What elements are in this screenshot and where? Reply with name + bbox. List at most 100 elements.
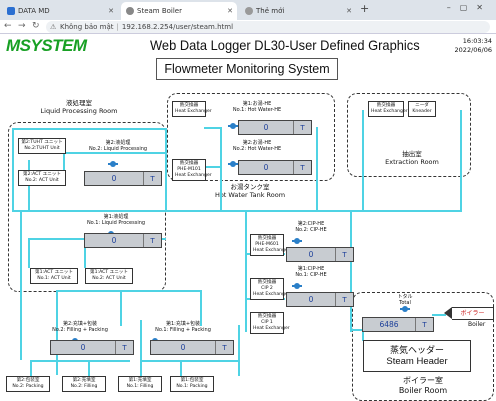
pipe xyxy=(12,128,167,130)
url-text: 192.168.2.254/user/steam.html xyxy=(121,23,234,31)
pipe xyxy=(56,290,58,326)
equipment-label-jp: 第2:包装室 xyxy=(16,378,40,383)
room-hot-water-tank xyxy=(167,93,335,181)
flowmeter-label-jp: 第1:お湯-HE xyxy=(242,101,272,107)
equipment-label-en: Heat Exchanger xyxy=(175,109,212,114)
room-extraction xyxy=(347,93,471,177)
tab-new-tab[interactable]: Thẻ mới ✕ xyxy=(240,2,356,20)
flowmeter-label-jp: 第2:お湯-HE xyxy=(242,140,272,146)
flow-unit: T xyxy=(143,234,161,247)
pipe xyxy=(20,210,22,360)
tab-data-md[interactable]: DATA MD ✕ xyxy=(2,2,118,20)
flowmeter-fill1-label: 第1:充填+包装 No.1: Filling + Packing xyxy=(150,321,216,333)
pipe xyxy=(432,314,446,316)
boiler-tag-jp: ボイラー xyxy=(460,310,485,317)
equipment-pack1: 第1:包装室 No.1: Packing xyxy=(170,376,214,392)
new-tab-button[interactable]: + xyxy=(360,2,370,15)
pipe xyxy=(63,152,165,154)
flowmeter-label-jp: 第2:CIP-HE xyxy=(297,221,325,227)
pipe xyxy=(56,290,202,292)
flowmeter-liq2-display: 0 T xyxy=(84,171,162,186)
equipment-label-en: Heat Exchanger xyxy=(253,292,290,297)
flow-unit: T xyxy=(293,121,311,134)
equipment-label-tag: PHE-M601 xyxy=(255,242,279,247)
address-bar: ← → ↻ ⚠ Không bảo mật|192.168.2.254/user… xyxy=(0,20,496,34)
equipment-label-jp: 第1:包装室 xyxy=(180,378,204,383)
flowmeter-liq2-label: 第2:液処理 No.2: Liquid Processing xyxy=(88,140,148,152)
flowmeter-total-label: トタル Total xyxy=(388,294,422,306)
room-liquid-label: 液処理室 Liquid Processing Room xyxy=(34,99,124,115)
flowmeter-cip1-label: 第1:CIP-HE No.1: CIP-HE xyxy=(286,266,336,278)
pipe xyxy=(316,127,318,212)
equipment-label-jp: 熱交換器 xyxy=(179,103,199,108)
flowmeter-icon xyxy=(292,283,302,289)
tab-steam-boiler[interactable]: Steam Boiler ✕ xyxy=(121,2,237,20)
flow-unit: T xyxy=(215,341,233,354)
forward-icon[interactable]: → xyxy=(18,21,26,31)
flow-value: 0 xyxy=(180,343,186,352)
pipe xyxy=(165,128,167,212)
flow-unit: T xyxy=(335,293,353,306)
close-tab-icon[interactable]: ✕ xyxy=(108,7,114,15)
flowmeter-label-jp: 第2:充填+包装 xyxy=(62,321,98,327)
equipment-hx-cip1: 熱交換器 CIP 1 Heat Exchanger xyxy=(250,312,290,334)
pipe xyxy=(200,291,202,326)
close-tab-icon[interactable]: ✕ xyxy=(227,7,233,15)
equipment-label-jp: 第2:ACT ユニット xyxy=(23,172,61,177)
pipe xyxy=(238,325,240,376)
flowmeter-icon xyxy=(400,306,410,312)
room-liquid-en: Liquid Processing Room xyxy=(40,107,118,115)
flow-unit: T xyxy=(293,161,311,174)
equipment-fill2: 第2:充填室 No.2: Filling xyxy=(62,376,106,392)
browser-tab-bar: DATA MD ✕ Steam Boiler ✕ Thẻ mới ✕ + –▢✕ xyxy=(0,0,496,20)
url-field[interactable]: ⚠ Không bảo mật|192.168.2.254/user/steam… xyxy=(46,21,490,33)
room-liquid-jp: 液処理室 xyxy=(66,99,92,107)
reload-icon[interactable]: ↻ xyxy=(32,21,40,31)
equipment-act2: 第1:ACT ユニット No.2: ACT Unit xyxy=(85,268,133,284)
room-hotwater-label: お湯タンク室 Hot Water Tank Room xyxy=(195,183,305,199)
equipment-hx-hotwater: 熱交換器 Heat Exchanger xyxy=(172,101,212,117)
equipment-fill1: 第1:充填室 No.1: Filling xyxy=(118,376,162,392)
flow-unit: T xyxy=(115,341,133,354)
flowmeter-hw2-display: 0 T xyxy=(238,160,312,175)
flowmeter-icon xyxy=(228,123,238,129)
equipment-label-en: No.2: Packing xyxy=(12,384,44,389)
flow-unit: T xyxy=(335,248,353,261)
pipe xyxy=(30,360,130,362)
pipe xyxy=(180,360,182,376)
room-extraction-jp: 抽出室 xyxy=(402,150,422,158)
equipment-act2-top: 第2:ACT ユニット No.2: ACT Unit xyxy=(18,170,66,186)
equipment-label-jp: 第2:充填室 xyxy=(72,378,96,383)
flowmeter-fill2-label: 第2:充填+包装 No.2: Filling + Packing xyxy=(50,321,110,333)
equipment-label-jp: 熱交換器 xyxy=(257,236,277,241)
equipment-label-en: No.2: ACT Unit xyxy=(92,276,126,281)
room-boiler-jp: ボイラー室 xyxy=(403,376,443,385)
flow-value: 0 xyxy=(80,343,86,352)
main-pipe xyxy=(12,210,462,212)
equipment-label-en: No.1: Packing xyxy=(176,384,208,389)
flowmeter-cip2-label: 第2:CIP-HE No.2: CIP-HE xyxy=(286,221,336,233)
steam-header: 蒸気ヘッダー Steam Header xyxy=(363,340,471,372)
globe-icon xyxy=(126,7,134,15)
pipe xyxy=(460,110,462,212)
flowmeter-liq1-label: 第1:液処理 No.1: Liquid Processing xyxy=(86,214,146,226)
equipment-label-jp: 熱交換器 xyxy=(257,314,277,319)
steam-header-jp: 蒸気ヘッダー xyxy=(389,345,444,355)
flowmeter-label-en: No.1: Hot Water-HE xyxy=(232,107,282,113)
close-tab-icon[interactable]: ✕ xyxy=(346,7,352,15)
room-hotwater-jp: お湯タンク室 xyxy=(230,183,270,191)
pipe xyxy=(362,110,364,212)
boiler-tag-en: Boiler xyxy=(468,321,486,328)
equipment-label-en: No.2: Filling xyxy=(70,384,98,389)
equipment-kneader: ニーダ Kneader xyxy=(408,101,436,117)
back-icon[interactable]: ← xyxy=(4,21,12,31)
flowmeter-hw2-label: 第2:お湯-HE No.2: Hot Water-HE xyxy=(222,140,292,152)
flowmeter-label-en: No.1: Liquid Processing xyxy=(86,220,146,226)
page-title: Web Data Logger DL30-User Defined Graphi… xyxy=(150,37,420,53)
equipment-hx-phe-m101: 熱交換器 PHE-M101 Heat Exchanger xyxy=(172,159,212,181)
equipment-label-tag: CIP 1 xyxy=(261,320,273,325)
flowmeter-label-jp: 第1:CIP-HE xyxy=(297,266,325,272)
flowmeter-hw1-display: 0 T xyxy=(238,120,312,135)
equipment-hx-extraction: 熱交換器 Heat Exchanger xyxy=(368,101,408,117)
window-controls[interactable]: –▢✕ xyxy=(446,3,492,12)
